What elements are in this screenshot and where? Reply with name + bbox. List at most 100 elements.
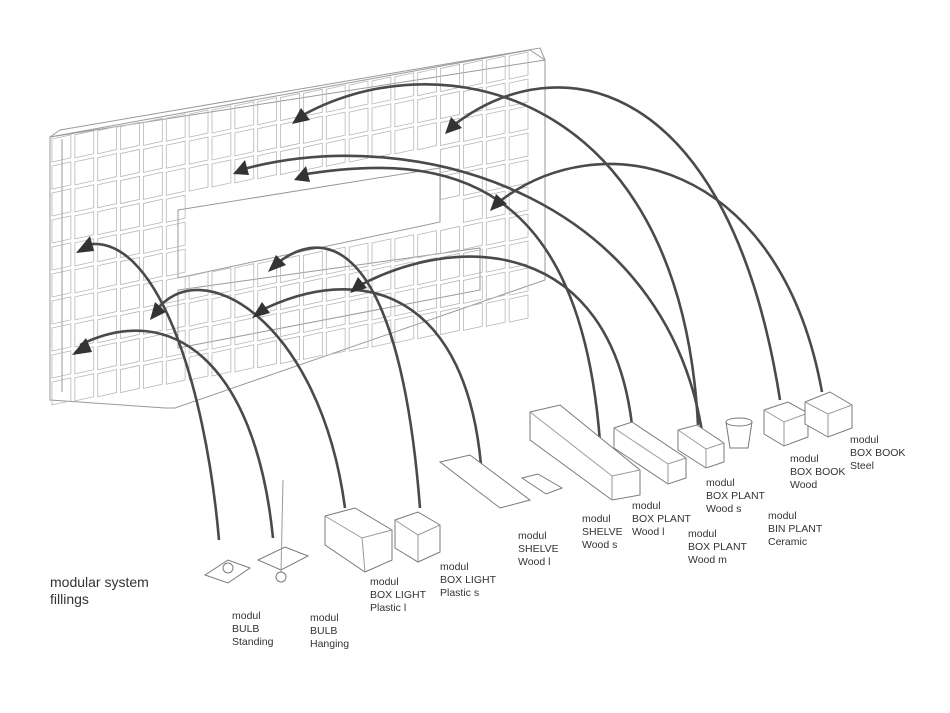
grid-cell bbox=[211, 321, 232, 350]
grid-cell bbox=[97, 180, 117, 209]
grid-cell bbox=[440, 90, 460, 120]
grid-cell bbox=[120, 229, 140, 259]
grid-cell bbox=[440, 252, 460, 282]
grid-cell bbox=[463, 221, 483, 250]
label-box-plant-s: modul BOX PLANT Wood s bbox=[706, 477, 765, 516]
grid-cell bbox=[257, 259, 277, 288]
grid-cell bbox=[394, 99, 415, 128]
grid-cell bbox=[463, 275, 483, 304]
grid-cell bbox=[463, 140, 483, 169]
grid-cell bbox=[51, 161, 72, 190]
grid-cell bbox=[165, 248, 186, 277]
grid-cell bbox=[143, 144, 163, 173]
grid-cell bbox=[440, 279, 460, 309]
label-line: modul bbox=[850, 434, 879, 446]
grid-cell bbox=[120, 175, 140, 205]
label-line: Wood l bbox=[632, 526, 665, 538]
label-line: SHELVE bbox=[518, 543, 559, 555]
grid-cell bbox=[280, 335, 300, 365]
grid-cell bbox=[485, 244, 506, 273]
grid-cell bbox=[143, 117, 163, 146]
label-line: modul bbox=[790, 453, 819, 465]
grid-cell bbox=[325, 273, 346, 302]
grid-cell bbox=[485, 163, 506, 192]
box-plant-s-shape bbox=[677, 424, 725, 469]
grid-cell bbox=[74, 157, 95, 186]
label-line: BOX BOOK bbox=[790, 466, 846, 478]
grid-cell bbox=[165, 329, 186, 358]
grid-cell bbox=[508, 132, 529, 161]
label-bulb-hanging: modul BULB Hanging bbox=[310, 612, 349, 651]
grid-cell bbox=[303, 304, 323, 333]
wall-outline bbox=[49, 49, 546, 409]
grid-cell bbox=[51, 215, 72, 244]
grid-cell bbox=[120, 121, 140, 151]
grid-cell bbox=[371, 238, 392, 267]
label-line: BIN PLANT bbox=[768, 523, 823, 535]
grid-cell bbox=[165, 167, 186, 196]
module-objects bbox=[203, 391, 853, 584]
upper-opening bbox=[177, 167, 441, 279]
arrow-head bbox=[72, 338, 92, 355]
arc-box-book-wood bbox=[494, 162, 824, 393]
caption-line: modular system bbox=[50, 574, 149, 590]
label-line: BOX BOOK bbox=[850, 447, 906, 459]
bin-plant-rim bbox=[725, 417, 753, 427]
label-line: BOX PLANT bbox=[688, 541, 747, 553]
diagram-caption: modular system fillings bbox=[50, 574, 149, 608]
bulb-hanging-base bbox=[256, 546, 310, 571]
label-shelve-wood-s: modul SHELVE Wood s bbox=[582, 513, 623, 552]
connection-arcs bbox=[72, 83, 824, 541]
label-line: modul bbox=[440, 561, 469, 573]
shelve-wood-l-shape bbox=[438, 454, 532, 509]
grid-cell bbox=[394, 72, 415, 101]
label-line: modul bbox=[232, 610, 261, 622]
grid-cell bbox=[417, 284, 437, 313]
grid-cell bbox=[257, 97, 277, 126]
label-box-light-s: modul BOX LIGHT Plastic s bbox=[440, 561, 496, 600]
label-bin-plant: modul BIN PLANT Ceramic bbox=[768, 510, 822, 549]
grid-cell bbox=[211, 132, 232, 161]
grid-cell bbox=[120, 283, 140, 313]
grid-cell bbox=[211, 159, 232, 188]
bulb-hanging-icon bbox=[275, 571, 287, 583]
grid-cell bbox=[303, 331, 323, 360]
grid-cell bbox=[120, 337, 140, 367]
grid-cell bbox=[325, 138, 346, 167]
grid-cell bbox=[463, 302, 483, 331]
grid-cell bbox=[485, 190, 506, 219]
label-box-light-l: modul BOX LIGHT Plastic l bbox=[370, 576, 426, 615]
modular-wall-frame bbox=[49, 47, 546, 409]
grid-cell bbox=[485, 55, 506, 84]
grid-cell bbox=[508, 213, 529, 242]
arc-box-plant-s bbox=[239, 154, 707, 456]
grid-cell bbox=[257, 340, 277, 369]
grid-cell bbox=[508, 186, 529, 215]
grid-cell bbox=[234, 317, 255, 346]
grid-cell bbox=[143, 333, 163, 362]
grid-cell bbox=[371, 130, 392, 159]
grid-cell bbox=[143, 198, 163, 227]
grid-cell bbox=[417, 230, 437, 259]
grid-cell bbox=[165, 221, 186, 250]
label-box-book-wood: modul BOX BOOK Wood bbox=[790, 453, 845, 492]
grid-cell bbox=[51, 350, 72, 379]
grid-cell bbox=[74, 265, 95, 294]
label-bulb-standing: modul BULB Standing bbox=[232, 610, 273, 649]
grid-cell bbox=[417, 68, 437, 97]
grid-cell bbox=[234, 128, 255, 157]
grid-cell bbox=[463, 59, 483, 88]
label-line: Standing bbox=[232, 636, 274, 648]
grid-cell bbox=[485, 271, 506, 300]
box-book-wood-shape bbox=[763, 401, 809, 447]
grid-cell bbox=[74, 184, 95, 213]
label-line: modul bbox=[310, 612, 339, 624]
grid-cell bbox=[440, 225, 460, 255]
grid-cell bbox=[188, 136, 209, 165]
grid-cell bbox=[371, 76, 392, 105]
arc-bin-plant bbox=[449, 86, 782, 401]
grid-cell bbox=[371, 292, 392, 321]
label-line: SHELVE bbox=[582, 526, 623, 538]
arrow-head bbox=[76, 236, 94, 253]
label-line: modul bbox=[370, 576, 399, 588]
